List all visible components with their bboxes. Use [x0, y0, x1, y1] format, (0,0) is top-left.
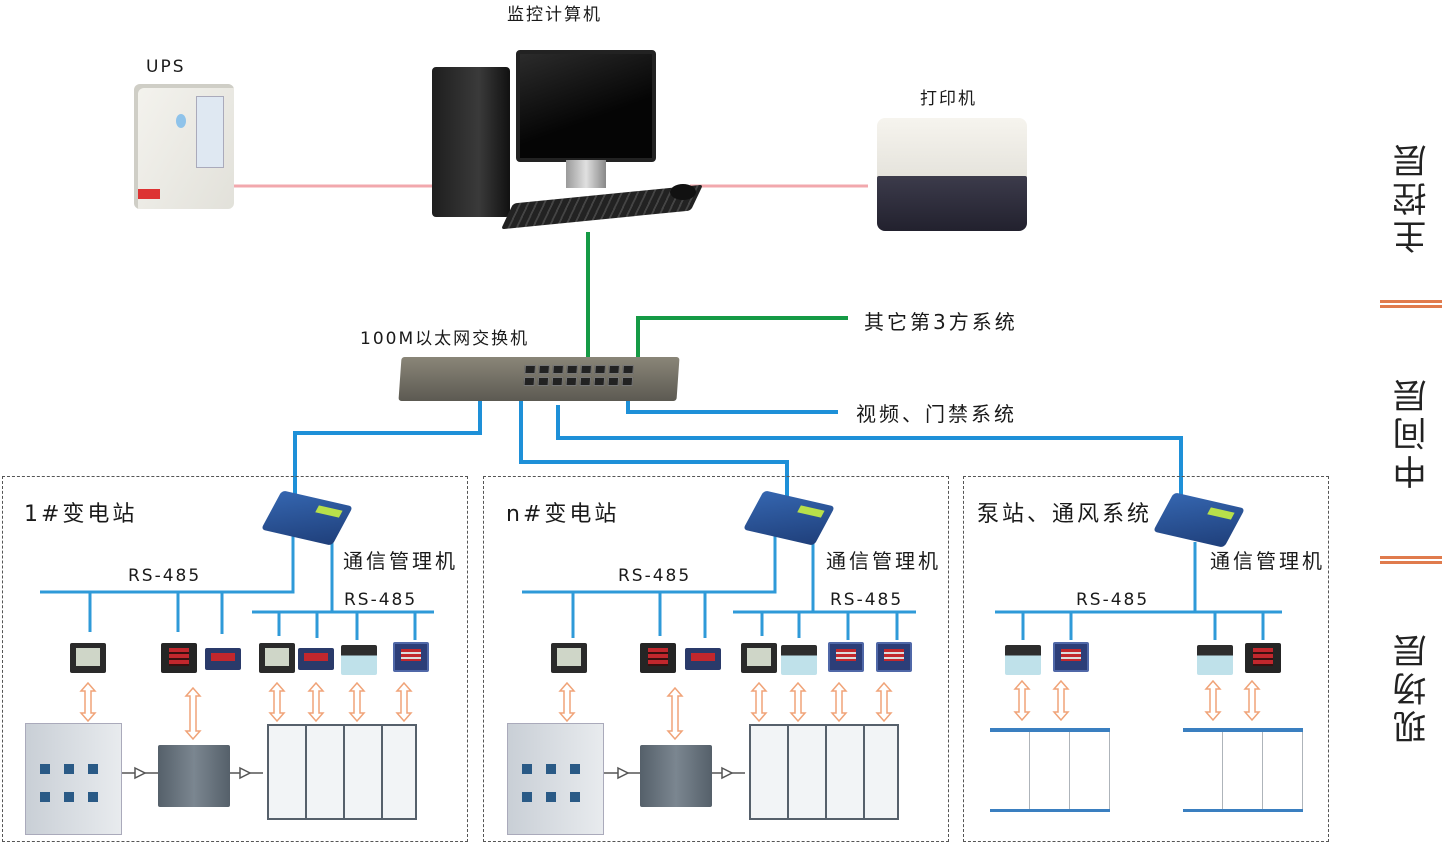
io-arrow	[268, 681, 286, 723]
io-arrow	[79, 681, 97, 723]
mouse	[670, 184, 696, 200]
rs485-label: RS-485	[618, 566, 692, 586]
rs485-bus-zoneN-a-feed	[522, 535, 777, 594]
blue-meter	[393, 642, 429, 672]
lcd-meter	[551, 643, 587, 673]
io-arrows	[79, 679, 1261, 741]
ethernet-zone-pump	[556, 405, 1183, 506]
layer-separator	[1380, 300, 1442, 308]
rs485-bus-zone1-a-feed	[40, 535, 295, 594]
io-arrow	[558, 681, 576, 723]
ethernet-third-party	[636, 316, 848, 372]
io-arrow	[348, 681, 366, 723]
ups-panel	[196, 96, 224, 168]
relay-module	[781, 645, 817, 675]
equipment-chain-zoneN	[603, 766, 745, 780]
io-arrow	[307, 681, 325, 723]
lcd-meter	[741, 643, 777, 673]
io-arrow	[750, 681, 768, 723]
led-meter	[161, 643, 197, 673]
io-arrow	[789, 681, 807, 723]
blue-meter	[876, 642, 912, 672]
printer-label: 打印机	[920, 89, 977, 109]
ethernet-zoneN	[519, 400, 789, 502]
third-party-label: 其它第3方系统	[864, 310, 1018, 334]
comm-manager-label: 通信管理机	[343, 549, 458, 573]
io-arrow	[666, 686, 684, 741]
switch-ports	[523, 365, 578, 386]
blue-meter	[1053, 642, 1089, 672]
switch-label: 100M以太网交换机	[360, 329, 530, 349]
control-cabinet	[1183, 728, 1303, 812]
high-voltage-cabinet	[25, 723, 122, 835]
equipment-chain-zone1	[121, 766, 263, 780]
printer-tray	[877, 176, 1027, 231]
io-arrow	[1243, 679, 1261, 722]
relay-module	[341, 645, 377, 675]
video-access-label: 视频、门禁系统	[856, 402, 1017, 426]
zone-substation-1	[2, 476, 468, 842]
layer-separator	[1380, 556, 1442, 564]
comm-manager-label: 通信管理机	[1210, 549, 1325, 573]
ups-logo	[138, 189, 160, 199]
led-meter	[640, 643, 676, 673]
io-arrow	[875, 681, 893, 723]
io-arrow	[1204, 679, 1222, 722]
rs485-label: RS-485	[1076, 590, 1150, 610]
switch-ports	[579, 365, 634, 386]
led-meter	[1245, 643, 1281, 673]
lcd-meter	[70, 643, 106, 673]
ethernet-switch	[398, 357, 680, 401]
zone-substation-n	[483, 476, 949, 842]
rs485-label: RS-485	[344, 590, 418, 610]
zone-pump-ventilation	[963, 476, 1329, 842]
transformer	[640, 745, 712, 807]
zone-title: 泵站、通风系统	[977, 502, 1153, 527]
comm-manager-label: 通信管理机	[826, 549, 941, 573]
lcd-meter	[259, 643, 295, 673]
zone-title: n#变电站	[506, 502, 620, 527]
ups-label: UPS	[146, 57, 186, 77]
io-arrow	[184, 686, 202, 741]
zone-title: 1#变电站	[24, 502, 138, 527]
computer-tower	[432, 67, 510, 217]
low-voltage-cabinet	[749, 724, 899, 820]
io-arrow	[830, 681, 848, 723]
blue-meter	[828, 642, 864, 672]
relay-module	[1005, 645, 1041, 675]
printer-body	[877, 118, 1027, 178]
ethernet-zone1	[293, 398, 482, 502]
rs485-label: RS-485	[830, 590, 904, 610]
layer-label-field: 现场层	[1393, 630, 1433, 744]
ups-device	[134, 84, 234, 209]
relay-module	[1197, 645, 1233, 675]
control-cabinet	[990, 728, 1110, 812]
computer-monitor	[516, 50, 656, 162]
computer-label: 监控计算机	[507, 5, 602, 25]
panel-meter	[298, 648, 334, 670]
layer-label-middle: 中间层	[1393, 375, 1433, 489]
io-arrow	[1052, 679, 1070, 722]
layer-label-main-control: 主控层	[1393, 140, 1433, 254]
high-voltage-cabinet	[507, 723, 604, 835]
transformer	[158, 745, 230, 807]
rs485-label: RS-485	[128, 566, 202, 586]
low-voltage-cabinet	[267, 724, 417, 820]
monitor-stand	[566, 160, 606, 188]
panel-meter	[205, 648, 241, 670]
panel-meter	[685, 648, 721, 670]
io-arrow	[395, 681, 413, 723]
ups-power-button	[176, 114, 186, 128]
io-arrow	[1013, 679, 1031, 722]
